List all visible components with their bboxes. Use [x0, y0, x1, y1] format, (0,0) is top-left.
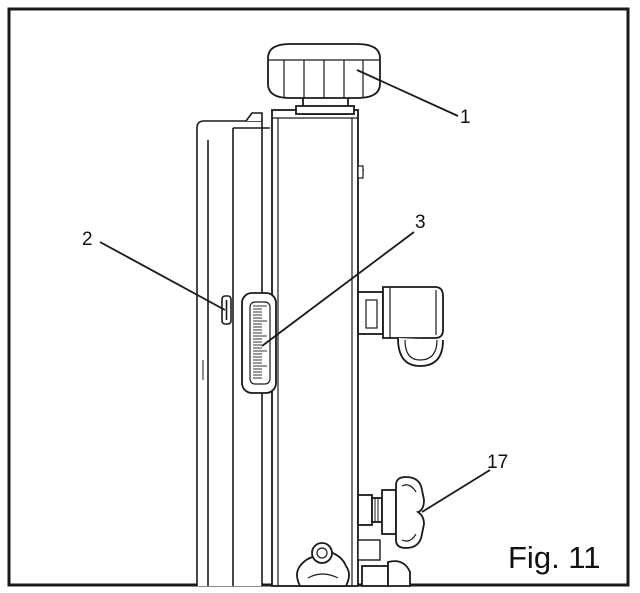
leader-line-2 — [99, 241, 226, 311]
side-bearing-block — [357, 286, 444, 367]
bottom-knob-icon — [296, 542, 350, 587]
leader-line-1 — [356, 69, 459, 117]
main-column — [271, 109, 364, 587]
callout-3: 3 — [415, 212, 426, 233]
leader-line-3 — [261, 231, 415, 347]
callout-1: 1 — [460, 107, 471, 128]
scale-window-icon — [241, 292, 277, 394]
callout-2: 2 — [82, 229, 93, 250]
figure-caption: Fig. 11 — [508, 540, 600, 575]
screw-icon — [221, 295, 232, 325]
callout-17: 17 — [487, 452, 508, 473]
leader-line-17 — [421, 469, 491, 513]
rear-housing — [196, 112, 270, 586]
lock-knob-icon — [357, 476, 425, 561]
knob-icon — [267, 43, 381, 115]
leader-lines — [99, 69, 491, 513]
bottom-right-knob-icon — [361, 560, 411, 587]
